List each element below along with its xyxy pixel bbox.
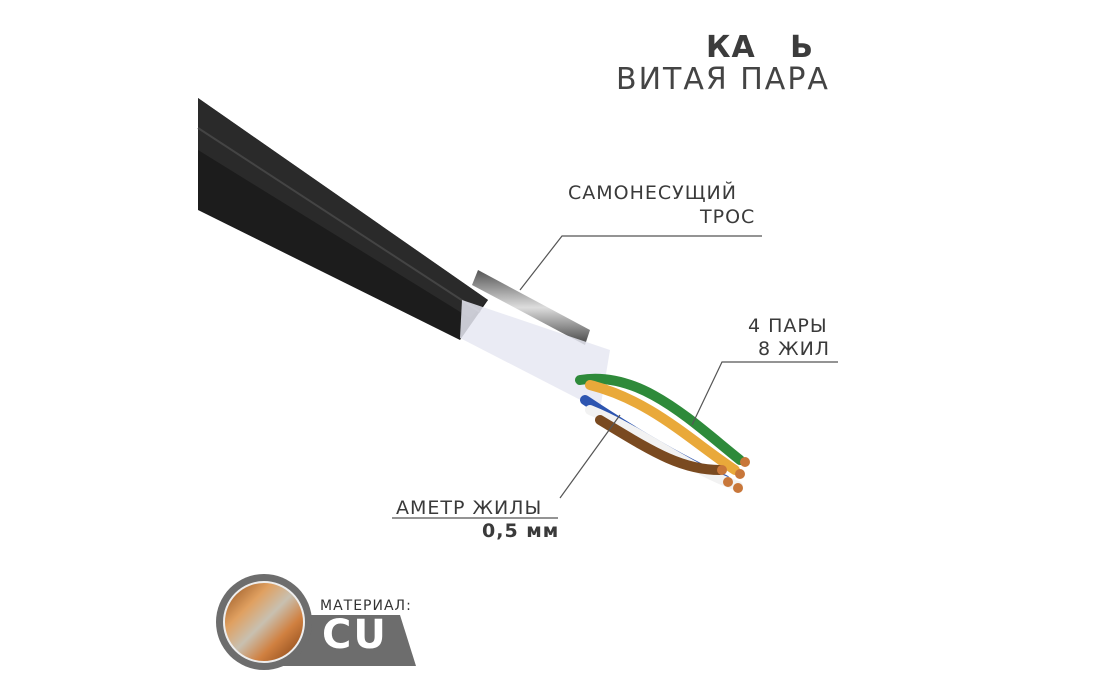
diameter-label-1: АМЕТР ЖИЛЫ xyxy=(396,497,543,519)
title-line-2: ВИТАЯ ПАРА xyxy=(616,62,830,97)
material-badge xyxy=(216,574,416,670)
steel-messenger xyxy=(472,270,590,345)
foil-shield xyxy=(460,300,610,410)
callout-lines xyxy=(392,235,838,519)
material-label: МАТЕРИАЛ: xyxy=(320,598,412,614)
pairs-label-2: 8 ЖИЛ xyxy=(758,338,831,360)
messenger-label-1: САМОНЕСУЩИЙ xyxy=(568,182,737,204)
twisted-pairs xyxy=(575,373,745,491)
copper-swatch-icon xyxy=(223,581,305,663)
title-line-1: КА Ь xyxy=(706,30,814,65)
pairs-label-1: 4 ПАРЫ xyxy=(748,315,828,337)
diameter-label-2: 0,5 мм xyxy=(482,520,560,542)
messenger-label-2: ТРОС xyxy=(700,206,756,228)
material-value: CU xyxy=(322,612,388,658)
copper-cores xyxy=(717,457,750,493)
cable-jacket xyxy=(197,98,488,340)
